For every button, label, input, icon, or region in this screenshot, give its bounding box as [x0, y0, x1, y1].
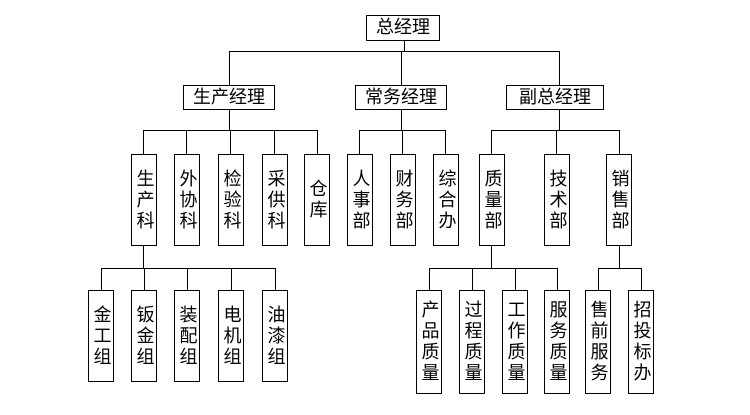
node-service-quality: 服务质量: [544, 290, 570, 394]
node-sales-dept: 销售部: [606, 154, 632, 246]
connector-line: [429, 268, 430, 290]
node-procurement-dept: 采供科: [262, 154, 288, 246]
node-assembly-group: 装配组: [174, 290, 200, 382]
node-finance-dept: 财务部: [390, 154, 416, 246]
node-quality-dept: 质量部: [479, 154, 505, 246]
node-deputy-general-manager: 副总经理: [506, 85, 604, 110]
connector-line: [619, 246, 620, 269]
node-technical-dept: 技术部: [544, 154, 570, 246]
connector-line: [515, 268, 516, 290]
node-executive-manager: 常务经理: [355, 85, 447, 110]
node-painting-group: 油漆组: [262, 290, 288, 382]
connector-line: [229, 109, 230, 131]
node-admin-office: 综合办: [433, 154, 459, 246]
connector-line: [229, 51, 560, 52]
node-production-dept: 生产科: [131, 154, 157, 246]
connector-line: [557, 268, 558, 290]
connector-line: [559, 51, 560, 85]
connector-line: [186, 130, 187, 154]
connector-line: [559, 109, 560, 131]
connector-line: [275, 268, 276, 290]
connector-line: [491, 130, 620, 131]
node-inspection-dept: 检验科: [218, 154, 244, 246]
connector-line: [598, 268, 642, 269]
connector-line: [556, 130, 557, 154]
node-warehouse: 仓库: [304, 154, 330, 246]
connector-line: [143, 245, 144, 269]
connector-line: [230, 130, 231, 154]
node-product-quality: 产品质量: [416, 290, 442, 394]
connector-line: [101, 268, 276, 269]
connector-line: [359, 130, 360, 154]
connector-line: [429, 268, 558, 269]
connector-line: [491, 246, 492, 269]
node-process-quality: 过程质量: [459, 290, 485, 394]
connector-line: [401, 109, 402, 131]
connector-line: [231, 268, 232, 290]
node-metalwork-group: 金工组: [88, 290, 114, 382]
connector-line: [101, 268, 102, 290]
node-hr-dept: 人事部: [347, 154, 373, 246]
node-sheet-metal-group: 钣金组: [131, 290, 157, 382]
connector-line: [143, 130, 144, 154]
connector-line: [404, 40, 405, 52]
connector-line: [229, 51, 230, 85]
connector-line: [274, 130, 275, 154]
node-outsourcing-dept: 外协科: [174, 154, 200, 246]
node-presales-service: 售前服务: [585, 290, 611, 394]
connector-line: [144, 268, 145, 290]
connector-line: [641, 268, 642, 290]
connector-line: [401, 51, 402, 85]
connector-line: [402, 130, 403, 154]
connector-line: [187, 268, 188, 290]
connector-line: [472, 268, 473, 290]
node-motor-group: 电机组: [218, 290, 244, 382]
node-production-manager: 生产经理: [183, 85, 275, 110]
node-general-manager: 总经理: [366, 15, 440, 41]
connector-line: [491, 130, 492, 154]
connector-line: [445, 130, 446, 154]
connector-line: [598, 268, 599, 290]
node-bidding-office: 招投标办: [628, 290, 654, 394]
connector-line: [619, 130, 620, 154]
node-work-quality: 工作质量: [502, 290, 528, 394]
connector-line: [317, 130, 318, 154]
